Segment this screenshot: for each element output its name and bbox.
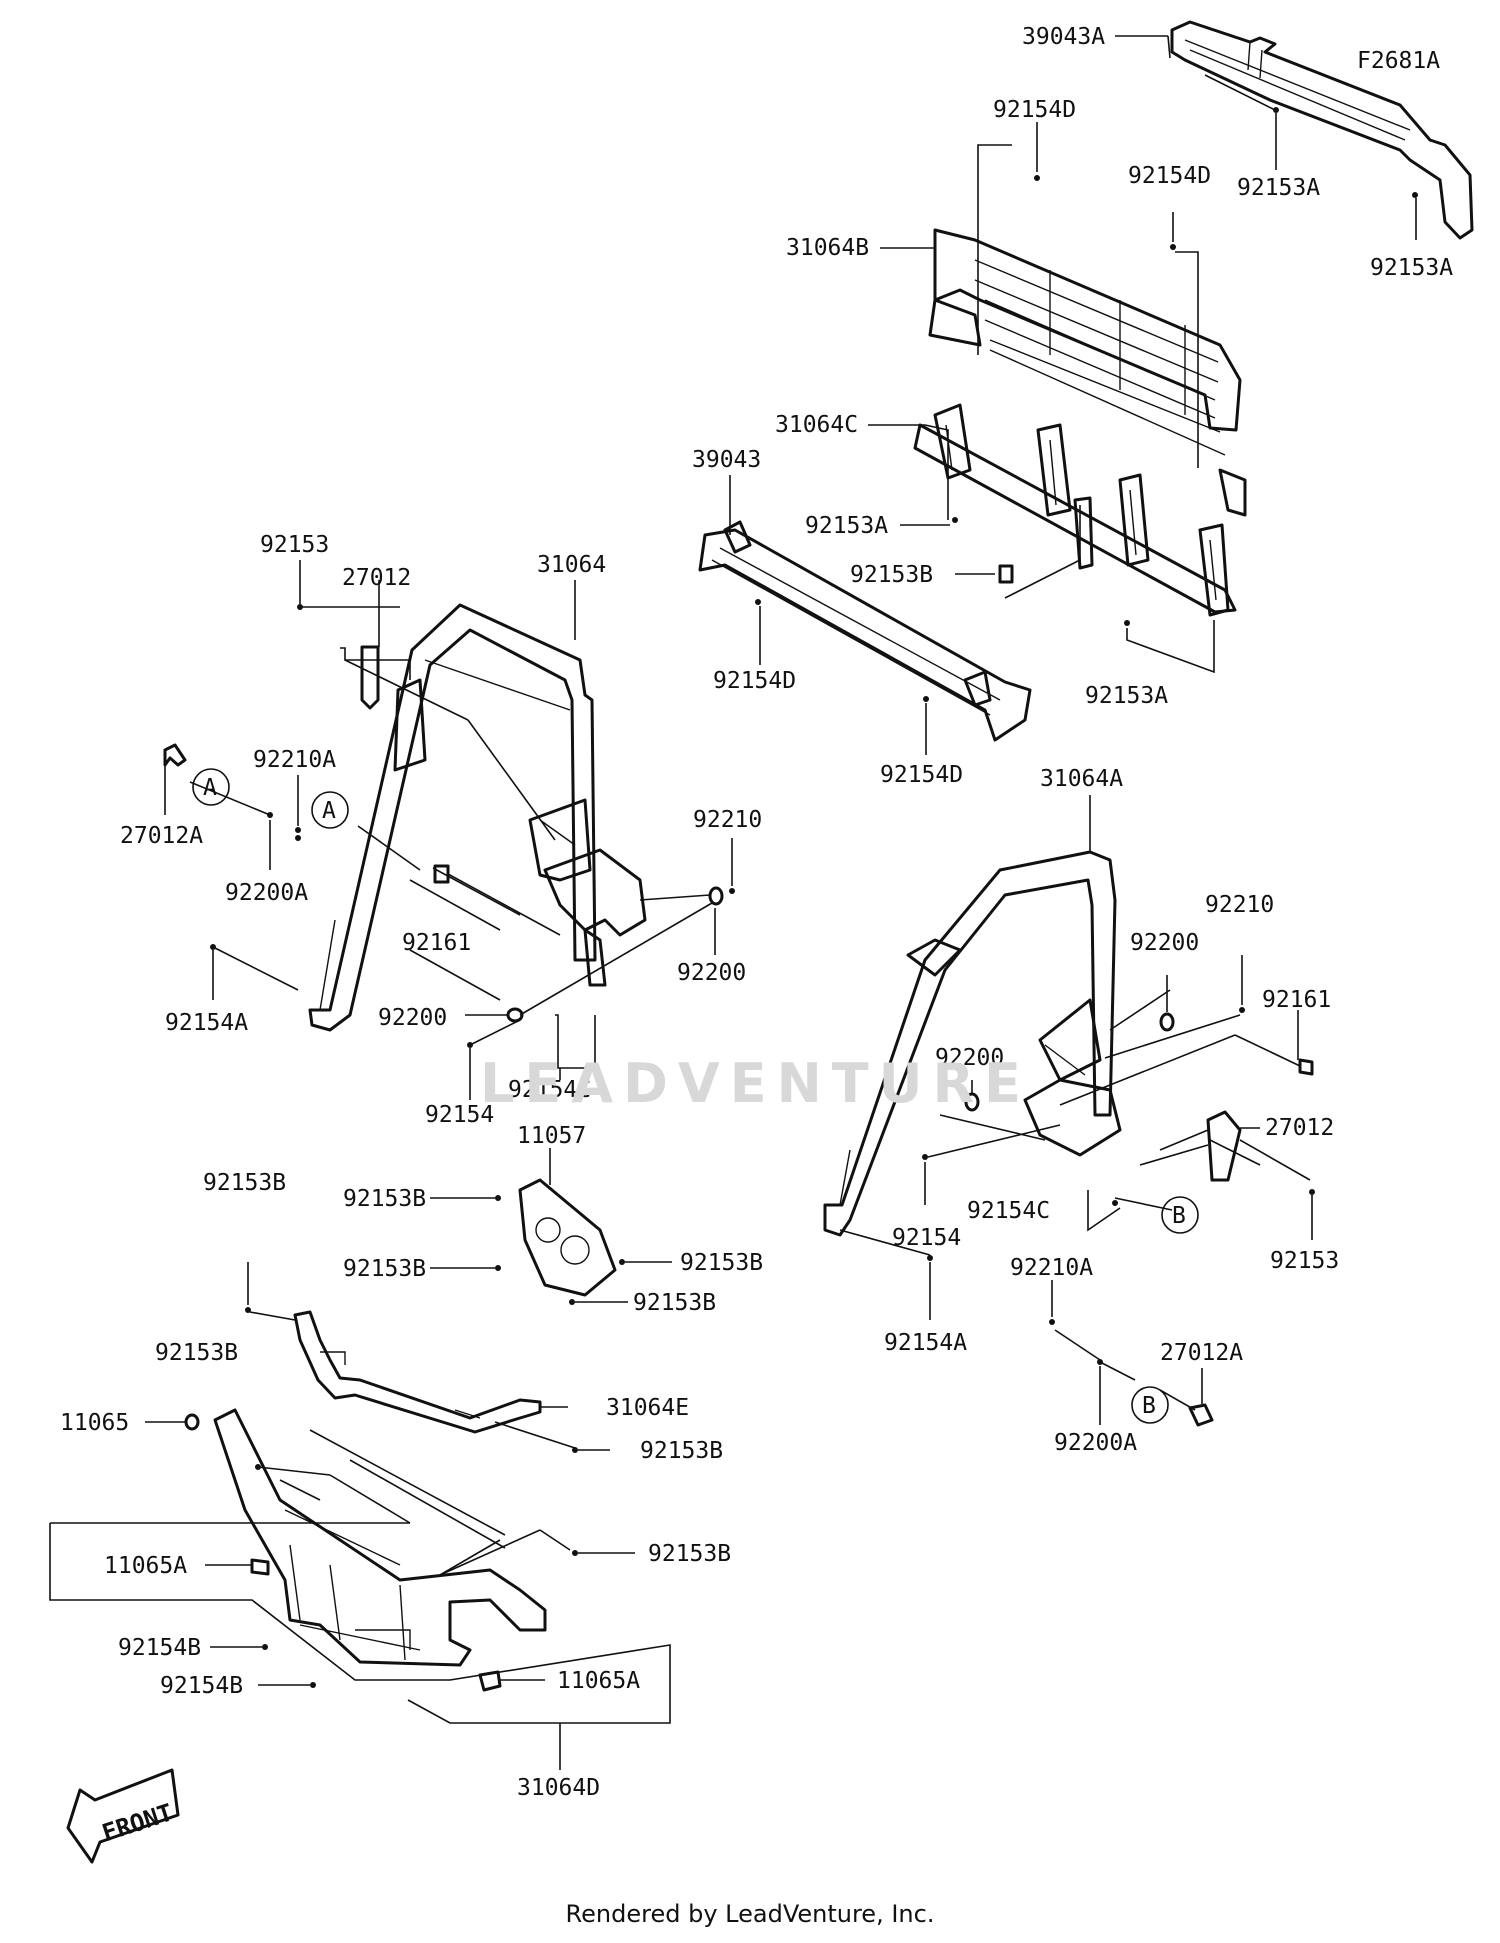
label-92153-l: 92153 xyxy=(260,532,329,558)
label-92161-l: 92161 xyxy=(402,930,471,956)
label-31064B: 31064B xyxy=(786,235,869,261)
label-39043: 39043 xyxy=(692,447,761,473)
label-92153A-c: 92153A xyxy=(805,513,888,539)
figure-id: F2681A xyxy=(1357,48,1440,74)
label-92210A-l: 92210A xyxy=(253,747,336,773)
label-92154D-bar2: 92154D xyxy=(880,762,963,788)
label-92153B-f: 92153B xyxy=(155,1340,238,1366)
label-92154-r: 92154 xyxy=(892,1225,961,1251)
label-92153B-d: 92153B xyxy=(680,1250,763,1276)
label-92200-r2: 92200 xyxy=(935,1045,1004,1071)
front-label: FRONT xyxy=(99,1798,176,1847)
label-92200-r1: 92200 xyxy=(1130,930,1199,956)
label-27012A-r: 27012A xyxy=(1160,1340,1243,1366)
label-31064C: 31064C xyxy=(775,412,858,438)
label-92153A-right: 92153A xyxy=(1370,255,1453,281)
label-92153B-b: 92153B xyxy=(343,1186,426,1212)
callout-b-2: B xyxy=(1131,1386,1169,1424)
label-92154B-2: 92154B xyxy=(160,1673,243,1699)
svg-text:B: B xyxy=(1172,1203,1186,1229)
label-92153B-c2: 92153B xyxy=(343,1256,426,1282)
label-31064D: 31064D xyxy=(517,1775,600,1801)
label-92200-l1: 92200 xyxy=(677,960,746,986)
label-92154D-mid: 92154D xyxy=(1128,163,1211,189)
rollbar-31064 xyxy=(308,603,647,1032)
label-27012A-l: 27012A xyxy=(120,823,203,849)
callout-b-1: B xyxy=(1161,1196,1199,1234)
label-92153A-bot: 92153A xyxy=(1085,683,1168,709)
label-27012-r: 27012 xyxy=(1265,1115,1334,1141)
bed-rail-31064C xyxy=(913,403,1237,617)
label-11065: 11065 xyxy=(60,1410,129,1436)
label-92200-l2: 92200 xyxy=(378,1005,447,1031)
label-27012-l: 27012 xyxy=(342,565,411,591)
label-92154D-top: 92154D xyxy=(993,97,1076,123)
label-92153A-top: 92153A xyxy=(1237,175,1320,201)
label-31064: 31064 xyxy=(537,552,606,578)
label-92153B-a: 92153B xyxy=(203,1170,286,1196)
label-92154-l: 92154 xyxy=(425,1102,494,1128)
label-92200A-l: 92200A xyxy=(225,880,308,906)
label-92153B-h: 92153B xyxy=(648,1541,731,1567)
bumper-31064D xyxy=(213,1408,547,1667)
label-92154B-1: 92154B xyxy=(118,1635,201,1661)
label-11065A-r: 11065A xyxy=(557,1668,640,1694)
label-92154D-bar: 92154D xyxy=(713,668,796,694)
label-92210A-r: 92210A xyxy=(1010,1255,1093,1281)
label-31064E: 31064E xyxy=(606,1395,689,1421)
label-92153B-c: 92153B xyxy=(850,562,933,588)
footer-credit: Rendered by LeadVenture, Inc. xyxy=(565,1900,935,1928)
callout-a-1: A xyxy=(192,768,230,806)
crossbar-39043A xyxy=(1170,20,1474,240)
label-92210-l: 92210 xyxy=(693,807,762,833)
label-92154C-r: 92154C xyxy=(967,1198,1050,1224)
panel-11057 xyxy=(518,1178,617,1297)
callout-a-2: A xyxy=(311,791,349,829)
label-31064A: 31064A xyxy=(1040,766,1123,792)
label-11057: 11057 xyxy=(517,1123,586,1149)
label-92154A-l: 92154A xyxy=(165,1010,248,1036)
label-92153B-g: 92153B xyxy=(640,1438,723,1464)
svg-text:A: A xyxy=(322,798,336,824)
rail-31064B xyxy=(928,228,1247,517)
label-92161-r: 92161 xyxy=(1262,987,1331,1013)
crossbar-39043 xyxy=(698,520,1032,742)
svg-text:B: B xyxy=(1142,1393,1156,1419)
label-92154A-r: 92154A xyxy=(884,1330,967,1356)
svg-text:A: A xyxy=(203,775,217,801)
label-92154C-l: 92154C xyxy=(508,1077,591,1103)
front-arrow-icon xyxy=(66,1768,180,1864)
watermark: LEADVENTURE xyxy=(480,1052,1031,1115)
bar-31064E xyxy=(293,1310,542,1434)
label-39043A: 39043A xyxy=(1022,24,1105,50)
label-92200A-r: 92200A xyxy=(1054,1430,1137,1456)
label-92210-r: 92210 xyxy=(1205,892,1274,918)
rollbar-31064A xyxy=(823,850,1122,1237)
label-11065A-l: 11065A xyxy=(104,1553,187,1579)
label-92153-r: 92153 xyxy=(1270,1248,1339,1274)
label-92153B-e: 92153B xyxy=(633,1290,716,1316)
